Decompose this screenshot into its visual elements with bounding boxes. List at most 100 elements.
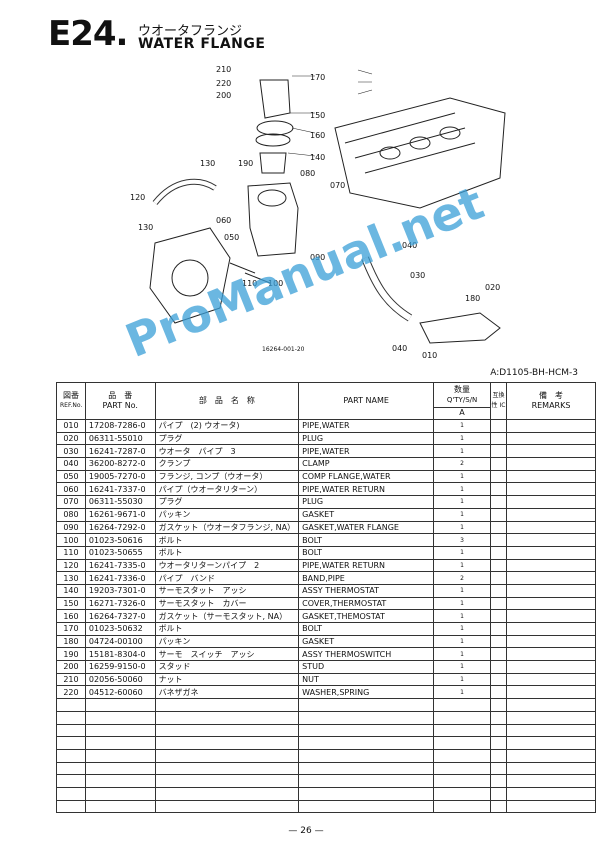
cell-empty: [489, 596, 508, 611]
cell-ref: 220: [56, 685, 86, 700]
cell-part-no: 19005-7270-0: [84, 469, 156, 484]
cell-empty: [489, 533, 508, 547]
cell-empty: [433, 799, 491, 814]
cell-empty: [489, 786, 508, 801]
callout-040b: 040: [392, 344, 407, 353]
cell-name-jp: ボルト: [154, 545, 300, 560]
cell-empty: [84, 761, 156, 776]
cell-name-jp: サーモスタット カバー: [154, 596, 300, 611]
cell-ref: 120: [56, 558, 86, 573]
callout-050: 050: [224, 233, 239, 242]
cell-empty: [56, 786, 86, 801]
cell-empty: [298, 799, 435, 814]
cell-part-no: 06311-55030: [84, 495, 156, 509]
cell-empty: [506, 748, 596, 763]
callout-160: 160: [310, 131, 325, 140]
cell-part-no: 16241-7287-0: [84, 444, 156, 459]
empty-row: [56, 799, 596, 814]
cell-ref: 050: [56, 469, 86, 484]
cell-empty: [506, 685, 596, 700]
cell-name-jp: パイプ（ウオータリターン）: [154, 482, 300, 497]
cell-empty: [506, 571, 596, 585]
callout-090: 090: [310, 253, 325, 262]
cell-qty: 1: [433, 545, 491, 560]
cell-name-jp: ボルト: [154, 533, 300, 547]
cell-empty: [489, 419, 508, 433]
cell-name-en: BOLT: [298, 533, 435, 547]
cell-part-no: 16259-9150-0: [84, 660, 156, 674]
cell-part-no: 02056-50060: [84, 672, 156, 687]
callout-210: 210: [216, 65, 231, 74]
cell-name-en: ASSY THERMOSTAT: [298, 583, 435, 598]
cell-empty: [84, 710, 156, 725]
callout-170: 170: [310, 73, 325, 82]
cell-name-en: NUT: [298, 672, 435, 687]
cell-empty: [84, 786, 156, 801]
empty-row: [56, 698, 596, 712]
cell-empty: [84, 723, 156, 738]
cell-empty: [489, 558, 508, 573]
cell-ref: 060: [56, 482, 86, 497]
cell-empty: [56, 774, 86, 788]
cell-name-jp: サーモスタット アッシ: [154, 583, 300, 598]
cell-empty: [298, 698, 435, 712]
cell-empty: [433, 774, 491, 788]
cell-qty: 1: [433, 431, 491, 446]
callout-150: 150: [310, 111, 325, 120]
cell-part-no: 19203-7301-0: [84, 583, 156, 598]
cell-empty: [298, 710, 435, 725]
cell-empty: [84, 774, 156, 788]
cell-empty: [489, 660, 508, 674]
exploded-parts-diagram: 210 220 200 170 150 160 140 130 190 120 …: [120, 58, 520, 360]
cell-empty: [433, 748, 491, 763]
cell-name-jp: プラグ: [154, 495, 300, 509]
cell-part-no: 01023-50655: [84, 545, 156, 560]
callout-180: 180: [465, 294, 480, 303]
cell-qty: 1: [433, 419, 491, 433]
cell-name-jp: スタッド: [154, 660, 300, 674]
cell-empty: [84, 698, 156, 712]
cell-empty: [489, 710, 508, 725]
cell-qty: 1: [433, 660, 491, 674]
cell-empty: [489, 583, 508, 598]
cell-name-en: BAND,PIPE: [298, 571, 435, 585]
cell-ref: 110: [56, 545, 86, 560]
cell-empty: [489, 545, 508, 560]
cell-name-jp: フランジ, コンプ（ウオータ）: [154, 469, 300, 484]
empty-row: [56, 774, 596, 788]
cell-empty: [506, 786, 596, 801]
cell-qty: 1: [433, 558, 491, 573]
cell-empty: [154, 736, 300, 750]
cell-empty: [84, 748, 156, 763]
page-number: — 26 —: [288, 826, 324, 836]
cell-qty: 1: [433, 495, 491, 509]
cell-empty: [489, 736, 508, 750]
cell-empty: [489, 774, 508, 788]
cell-qty: 1: [433, 622, 491, 636]
cell-ref: 190: [56, 647, 86, 662]
title-japanese: ウオータフランジ: [138, 24, 243, 39]
cell-empty: [84, 736, 156, 750]
cell-qty: 1: [433, 469, 491, 484]
cell-qty: 2: [433, 571, 491, 585]
cell-empty: [154, 748, 300, 763]
cell-name-jp: パッキン: [154, 634, 300, 649]
cell-empty: [506, 634, 596, 649]
cell-empty: [154, 786, 300, 801]
cell-name-en: GASKET: [298, 634, 435, 649]
cell-ref: 070: [56, 495, 86, 509]
cell-part-no: 04724-00100: [84, 634, 156, 649]
cell-qty: 1: [433, 482, 491, 497]
cell-ref: 080: [56, 507, 86, 522]
